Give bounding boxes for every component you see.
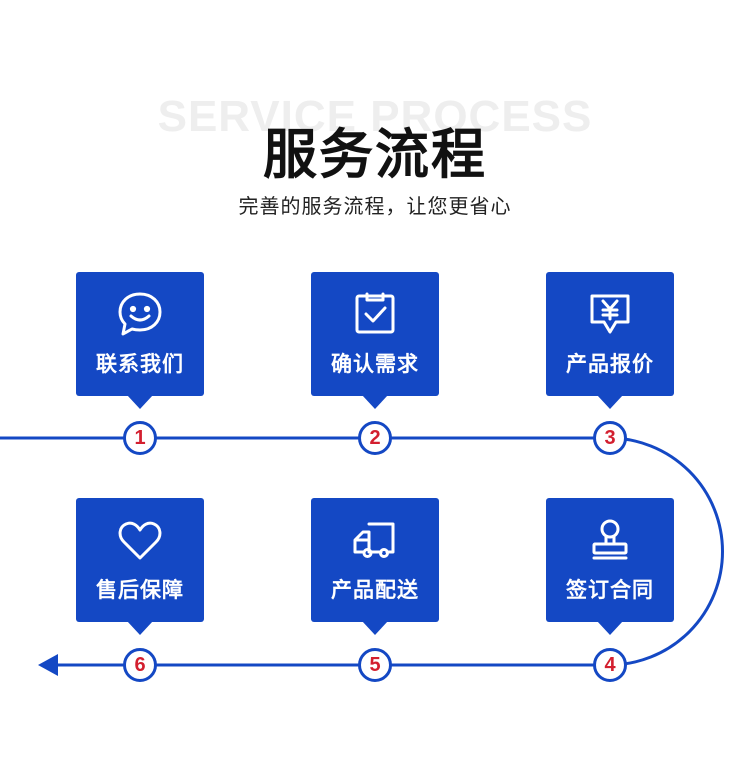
yen-document-icon bbox=[590, 294, 630, 334]
step-label: 联系我们 bbox=[96, 352, 184, 376]
step-number-2: 2 bbox=[358, 421, 392, 455]
step-card-delivery: 产品配送 bbox=[311, 498, 439, 635]
step-card-requirements: 确认需求 bbox=[311, 272, 439, 409]
step-card-quotation: 产品报价 bbox=[546, 272, 674, 409]
step-card-contract: 签订合同 bbox=[546, 498, 674, 635]
step-label: 产品配送 bbox=[331, 578, 419, 602]
step-label: 签订合同 bbox=[566, 578, 654, 602]
background-watermark-title: SERVICE PROCESS bbox=[157, 92, 593, 141]
step-card-after-sales: 售后保障 bbox=[76, 498, 204, 635]
page-subtitle: 完善的服务流程，让您更省心 bbox=[238, 194, 512, 218]
heart-icon bbox=[118, 521, 162, 560]
delivery-truck-icon bbox=[353, 522, 395, 558]
stamp-icon bbox=[592, 519, 628, 560]
smiley-icon bbox=[118, 292, 162, 336]
clipboard-check-icon bbox=[355, 292, 395, 334]
step-number-3: 3 bbox=[593, 421, 627, 455]
step-label: 产品报价 bbox=[566, 352, 654, 376]
step-number-5: 5 bbox=[358, 648, 392, 682]
step-number-6: 6 bbox=[123, 648, 157, 682]
step-card-contact: 联系我们 bbox=[76, 272, 204, 409]
step-label: 确认需求 bbox=[331, 352, 419, 376]
flow-arrowhead-icon bbox=[38, 654, 58, 676]
step-number-1: 1 bbox=[123, 421, 157, 455]
step-number-4: 4 bbox=[593, 648, 627, 682]
page-title: 服务流程 bbox=[263, 123, 487, 186]
step-label: 售后保障 bbox=[96, 578, 184, 602]
